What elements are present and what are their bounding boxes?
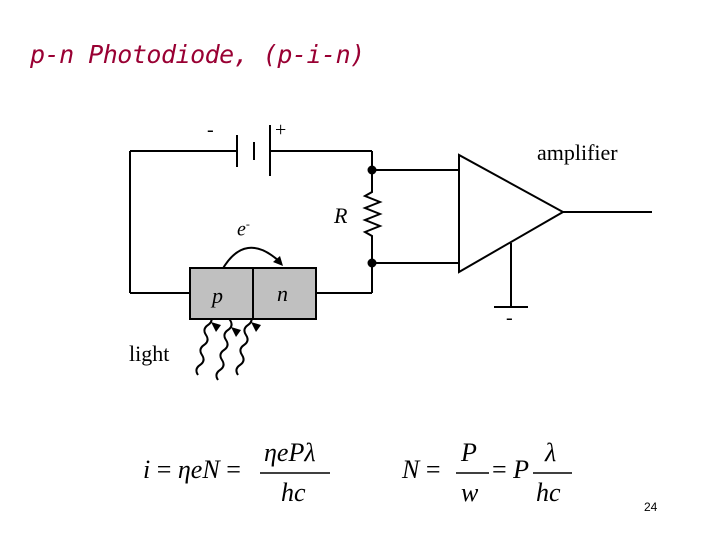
electron-arrowhead [273, 256, 283, 266]
slide-title: p-n Photodiode, (p-i-n) [30, 40, 365, 69]
light-arrowhead-1 [211, 322, 221, 332]
battery-plus-label: + [275, 119, 287, 141]
eq2-coef: = P [492, 455, 530, 484]
eq2-f1-numerator: P [461, 438, 477, 467]
p-region-label: p [212, 283, 223, 308]
eq2-f1-denominator: w [461, 478, 479, 507]
junction-dot-bottom [367, 258, 377, 268]
resistor-label: R [334, 203, 348, 228]
eq1-current-symbol: i [143, 455, 151, 484]
electron-symbol: e [237, 218, 246, 241]
electron-label: e- [237, 218, 250, 240]
resistor-R [362, 185, 383, 263]
electron-charge: - [245, 217, 250, 231]
eq2-f2-numerator: λ [545, 438, 557, 467]
light-arrowhead-3 [251, 322, 261, 332]
p-region [189, 267, 254, 320]
light-arrowhead-2 [231, 327, 241, 337]
n-region-label: n [277, 281, 288, 306]
ground-label: - [506, 307, 513, 329]
page-number: 24 [644, 500, 658, 514]
battery-minus-label: - [207, 119, 214, 141]
eq2-f2-denominator: hc [536, 478, 561, 507]
eq1-middle-term: ηeN [177, 455, 220, 484]
eq2-power-symbol: P [513, 455, 530, 484]
electron-arrow [221, 246, 281, 271]
light-label: light [129, 341, 170, 366]
eq2-photon-rate-symbol: N [402, 455, 420, 484]
light-wave-2 [215, 308, 241, 381]
eq1-lhs: i = ηeN = [143, 455, 241, 484]
amplifier-label: amplifier [537, 140, 618, 165]
junction-dot-top [367, 165, 377, 175]
eq2-lhs: N = [402, 455, 441, 484]
n-region [252, 267, 317, 320]
amplifier-triangle [458, 153, 566, 274]
eq1-numerator: ηePλ [264, 438, 316, 467]
eq1-denominator: hc [281, 478, 306, 507]
